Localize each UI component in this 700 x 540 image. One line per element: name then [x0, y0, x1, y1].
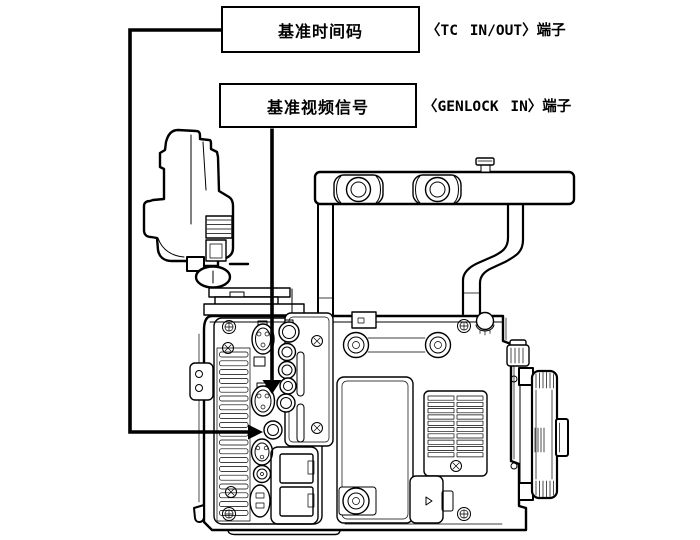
lens-release-tab [555, 418, 569, 457]
card-slot-door [270, 446, 319, 525]
handle-screw-knob [475, 157, 495, 173]
dc-in-connector [249, 484, 271, 518]
mount-ring [530, 369, 559, 500]
release-knob [475, 311, 495, 336]
annotation-lines [128, 28, 282, 440]
handle-support-posts [317, 203, 525, 317]
tc-in-out-terminal [263, 420, 283, 440]
callout-box-tc: 基准时间码 [221, 6, 420, 53]
side-connector-panel [213, 312, 334, 525]
vent-grille [423, 390, 488, 477]
callout-box-genlock: 基准视频信号 [219, 83, 417, 128]
handle-grip-ring [412, 174, 462, 205]
vent-slats [216, 347, 251, 522]
mount-top-knob [506, 339, 530, 367]
triangle-marker-icon [425, 496, 433, 506]
tc-callout-line [128, 28, 249, 434]
diopter-ring [205, 215, 233, 239]
bnc-connectors [263, 319, 300, 440]
handle-grip-ring [333, 174, 384, 205]
body-centre-panel [336, 311, 495, 524]
callout-box-tc-label: 基准时间码 [277, 23, 363, 41]
bottom-access-door [409, 475, 471, 524]
top-handle [313, 157, 576, 206]
viewfinder [142, 128, 305, 316]
viewfinder-mount-plates [203, 287, 305, 316]
callout-box-genlock-label: 基准视频信号 [266, 99, 369, 117]
terminal-label-genlock: 〈GENLOCK IN〉端子 [423, 99, 572, 115]
tc-arrowhead-icon [248, 424, 263, 440]
left-mount-tab [189, 333, 214, 503]
lens-mount [506, 339, 569, 501]
terminal-label-tc: 〈TC IN/OUT〉端子 [426, 23, 566, 39]
genlock-arrowhead-icon [262, 380, 282, 394]
bottom-foot [193, 504, 205, 523]
genlock-in-terminal [276, 393, 296, 413]
xlr-connectors [249, 320, 276, 518]
